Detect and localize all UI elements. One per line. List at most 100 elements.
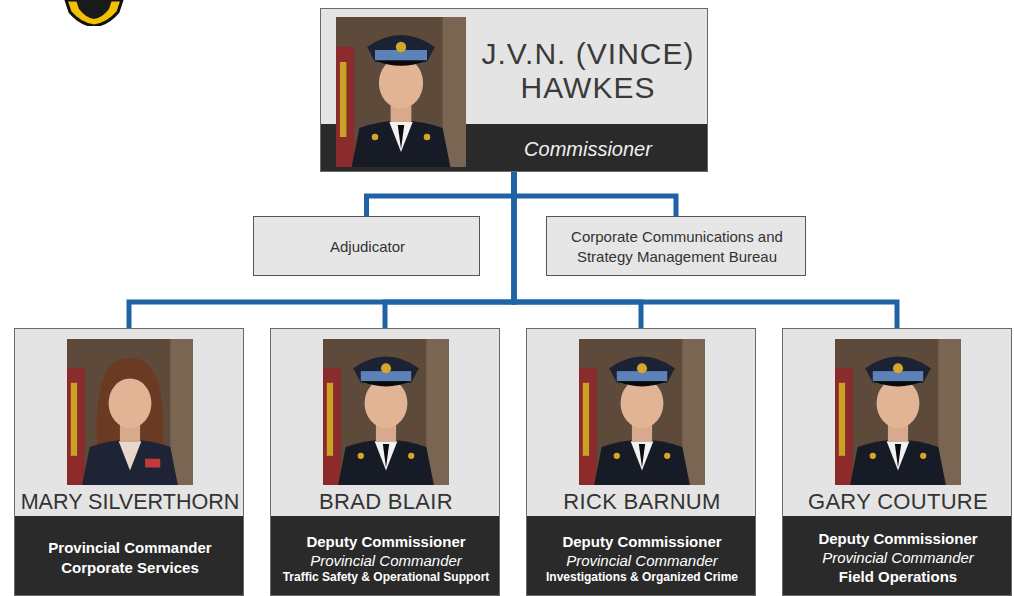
text-area: Provincial CommanderCorporate Services [19,521,241,595]
rank-title: Deputy Commissioner [531,532,753,551]
office-box: Corporate Communications and Strategy Ma… [546,216,806,276]
photo-flag-stripe [583,383,589,456]
text-area: Deputy CommissionerProvincial CommanderI… [531,521,753,595]
portrait-collar-badge [424,134,431,141]
portrait-cap-badge [637,363,647,373]
portrait-cap-badge [396,42,406,52]
portrait-photo [67,339,193,485]
portrait-collar-badge [920,453,926,459]
portrait-collar-badge [358,453,364,459]
photo-wall [170,339,193,485]
photo-wall [426,339,449,485]
portrait-photo [336,17,466,167]
portrait-body [352,121,451,168]
photo-wall [938,339,961,485]
org-connector [514,172,897,328]
portrait-body [82,440,178,485]
portrait-cap-crown [609,357,675,383]
photo-flag-stripe [327,383,333,456]
person-name: J.V.N. (VINCE) HAWKES [471,37,705,105]
office-label: Corporate Communications and Strategy Ma… [553,227,801,267]
portrait-cap-badge [893,363,903,373]
person-name: BRAD BLAIR [275,489,497,515]
photo-background [323,339,449,485]
portrait-cap-badge [381,363,391,373]
text-area: RICK BARNUM [531,487,753,517]
photo-background [67,339,193,485]
text-area: Deputy CommissionerProvincial CommanderF… [787,521,1009,595]
portrait-photo [323,339,449,485]
text-area: GARY COUTURE [787,487,1009,517]
photo-flag-stripe [71,383,77,456]
org-connector [514,172,676,216]
photo-flag-stripe [340,62,347,137]
person-name: MARY SILVERTHORN [19,489,241,514]
portrait-collar-badge [614,453,620,459]
person-name: RICK BARNUM [531,489,753,515]
text-area: J.V.N. (VINCE) HAWKES [471,21,705,121]
rank-title: Commissioner [471,137,705,161]
rank-title: Corporate Services [19,558,241,578]
office-box: Adjudicator [253,216,480,276]
text-area: Corporate Communications and Strategy Ma… [553,221,801,273]
text-area: MARY SILVERTHORN [19,487,241,517]
portrait-tie [639,444,645,467]
rank-title: Investigations & Organized Crime [531,570,753,584]
photo-flag [835,368,853,485]
portrait-body [850,440,946,485]
org-connector [129,172,514,328]
photo-flag [323,368,341,485]
portrait-shirt [631,441,654,470]
portrait-cap-crown [865,357,931,383]
commissioner-box: J.V.N. (VINCE) HAWKES Commissioner [320,8,708,172]
commander-box: RICK BARNUM Deputy CommissionerProvincial… [526,328,756,596]
photo-flag [67,368,85,485]
portrait-collar-badge [408,453,414,459]
portrait-body [338,440,434,485]
rank-title: Provincial Commander [531,551,753,570]
photo-flag [336,47,354,167]
portrait-photo [579,339,705,485]
rank-title: Deputy Commissioner [787,529,1009,548]
portrait-shirt [119,441,142,470]
portrait-tie [895,444,901,467]
rank-title: Field Operations [787,567,1009,587]
photo-background [336,17,466,167]
photo-background [835,339,961,485]
org-connector [367,172,515,216]
text-area: Deputy CommissionerProvincial CommanderT… [275,521,497,595]
portrait-collar-badge [870,453,876,459]
portrait-cap-visor [361,381,411,386]
portrait-cap-visor [375,61,427,66]
badge-logo [62,0,126,26]
photo-wall [443,17,466,167]
portrait-tie [398,125,405,149]
text-area: Adjudicator [260,221,475,273]
badge-inner [76,0,112,19]
photo-flag-stripe [839,383,845,456]
rank-title: Provincial Commander [787,548,1009,567]
photo-wall [682,339,705,485]
text-area: Commissioner [471,126,705,171]
portrait-tie [383,444,389,467]
commander-box: BRAD BLAIR Deputy CommissionerProvincial … [270,328,500,596]
photo-flag [579,368,597,485]
person-name: GARY COUTURE [787,489,1009,515]
portrait-cap-visor [617,381,667,386]
portrait-collar-badge [664,453,670,459]
portrait-face [109,378,152,428]
rank-title: Traffic Safety & Operational Support [275,570,497,584]
commander-box: GARY COUTURE Deputy CommissionerProvincia… [782,328,1012,596]
portrait-shirt [375,441,398,470]
office-label: Adjudicator [260,237,475,257]
commander-box: MARY SILVERTHORN Provincial CommanderCorp… [14,328,244,596]
portrait-cap-visor [873,381,923,386]
portrait-shirt [887,441,910,470]
rank-title: Deputy Commissioner [275,532,497,551]
rank-title: Provincial Commander [19,538,241,558]
portrait-shirt [389,122,412,152]
rank-title: Provincial Commander [275,551,497,570]
portrait-collar-badge [372,134,379,141]
